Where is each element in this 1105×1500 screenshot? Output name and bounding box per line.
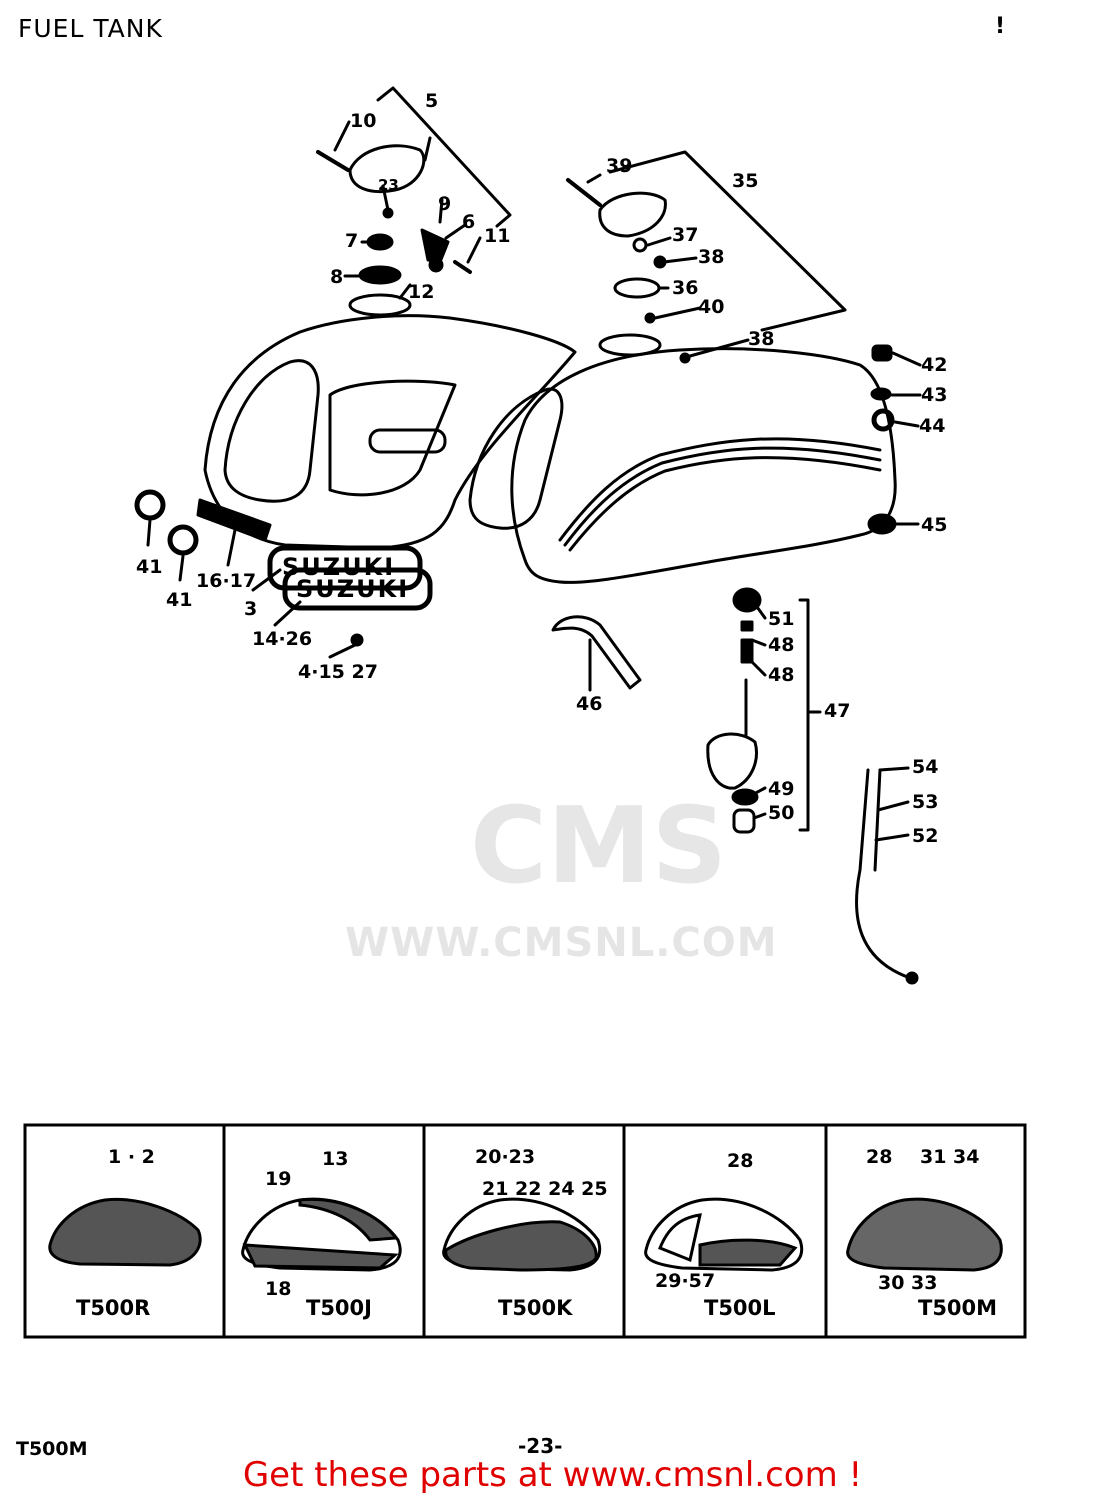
callout-11: 11 <box>484 225 511 247</box>
variant-model-t500l: T500L <box>704 1296 776 1320</box>
tank-variant-t500r <box>48 1197 202 1267</box>
fuel-cap-35 <box>598 191 667 238</box>
callout-45: 45 <box>921 514 948 536</box>
callout-42: 42 <box>921 354 948 376</box>
callout-35: 35 <box>732 170 759 192</box>
callout-10: 10 <box>350 110 377 132</box>
page-number: -23- <box>518 1434 563 1458</box>
callout-7: 7 <box>345 230 359 252</box>
page-title: FUEL TANK <box>18 14 163 43</box>
variant-model-t500k: T500K <box>498 1296 573 1320</box>
callout-53: 53 <box>912 791 939 813</box>
callout-12: 12 <box>408 281 435 303</box>
variant-model-t500r: T500R <box>76 1296 151 1320</box>
callout-29-57: 29·57 <box>655 1270 716 1292</box>
callout-39: 39 <box>606 155 633 177</box>
callout-54: 54 <box>912 756 939 778</box>
footer-model: T500M <box>16 1438 88 1460</box>
callout-21-22-24-25: 21 22 24 25 <box>482 1178 608 1200</box>
callout-23: 23 <box>378 176 399 194</box>
watermark-url: WWW.CMSNL.COM <box>345 920 778 966</box>
callout-48a: 48 <box>768 634 795 656</box>
callout-38b: 38 <box>748 328 775 350</box>
callout-31-34: 31 34 <box>920 1146 980 1168</box>
callout-36: 36 <box>672 277 699 299</box>
callout-49: 49 <box>768 778 795 800</box>
callout-19: 19 <box>265 1168 292 1190</box>
callout-28b: 28 <box>866 1146 893 1168</box>
callout-28a: 28 <box>727 1150 754 1172</box>
corner-mark: ! <box>995 14 1006 39</box>
right-fuel-tank <box>510 347 897 584</box>
watermark-logo: CMS <box>470 785 728 907</box>
callout-3: 3 <box>244 598 258 620</box>
callout-14-26: 14·26 <box>252 628 313 650</box>
callout-51: 51 <box>768 608 795 630</box>
callout-40: 40 <box>698 296 725 318</box>
left-tank-knee-panel <box>223 359 320 503</box>
callout-41b: 41 <box>166 589 193 611</box>
callout-20-23: 20·23 <box>475 1146 536 1168</box>
callout-50: 50 <box>768 802 795 824</box>
emblem-suzuki-2: SUZUKI <box>296 575 410 603</box>
callout-16-17: 16·17 <box>196 570 257 592</box>
callout-18: 18 <box>265 1278 292 1300</box>
variant-model-t500m: T500M <box>918 1296 998 1320</box>
callout-6: 6 <box>462 211 476 233</box>
callout-8: 8 <box>330 266 344 288</box>
callout-47: 47 <box>824 700 851 722</box>
callout-43: 43 <box>921 384 948 406</box>
callout-52: 52 <box>912 825 939 847</box>
callout-4-15-27: 4·15 27 <box>298 661 378 683</box>
callout-46: 46 <box>576 693 603 715</box>
callout-37: 37 <box>672 224 699 246</box>
callout-38: 38 <box>698 246 725 268</box>
callout-41a: 41 <box>136 556 163 578</box>
callout-9: 9 <box>438 193 452 215</box>
tank-variant-t500m <box>846 1197 1003 1272</box>
variant-model-t500j: T500J <box>306 1296 372 1320</box>
callout-44: 44 <box>919 415 946 437</box>
callout-48b: 48 <box>768 664 795 686</box>
parts-link[interactable]: Get these parts at www.cmsnl.com ! <box>242 1455 863 1495</box>
callout-13: 13 <box>322 1148 349 1170</box>
callout-1-2: 1 · 2 <box>108 1146 155 1168</box>
emblem-suzuki-1: SUZUKI <box>282 553 396 581</box>
callout-5: 5 <box>425 90 439 112</box>
fuel-cap-5 <box>348 144 426 194</box>
callout-30-33: 30 33 <box>878 1272 938 1294</box>
